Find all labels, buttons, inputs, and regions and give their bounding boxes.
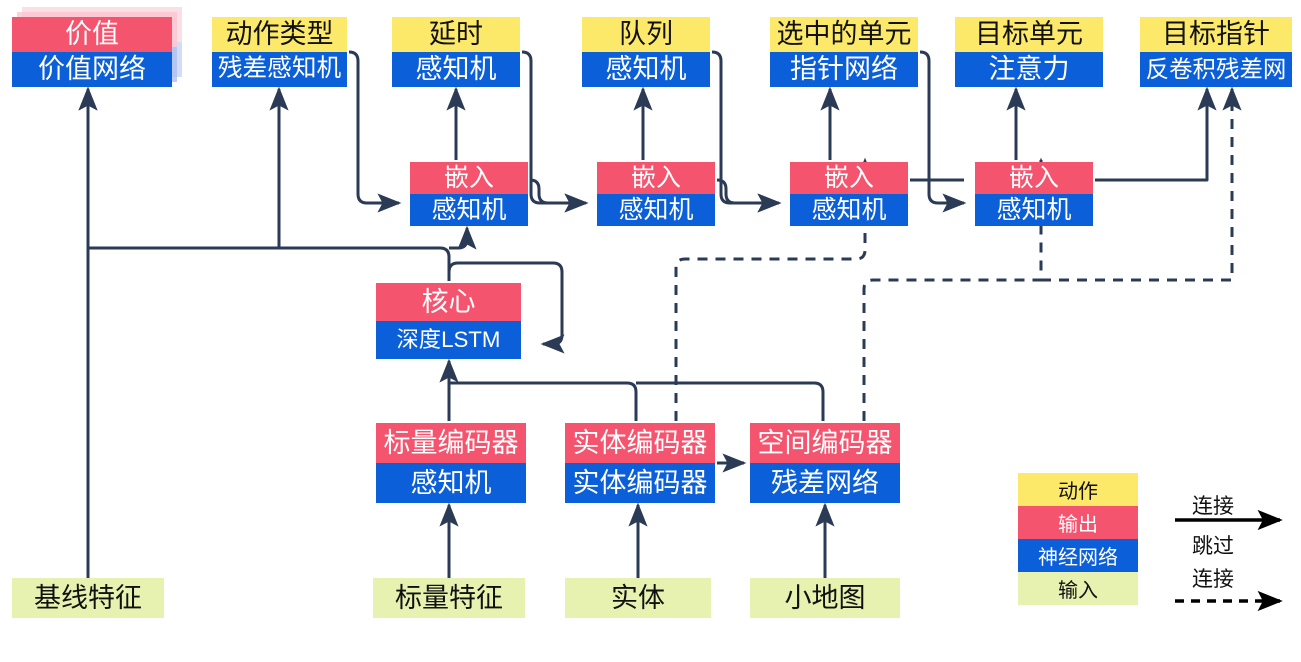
node-embed2[interactable]: 嵌入感知机 xyxy=(597,162,715,226)
node-scalar_enc-top-label: 标量编码器 xyxy=(376,423,526,463)
edge-embed4-to-targetpoint xyxy=(1095,86,1217,182)
node-queue-top-label: 队列 xyxy=(582,17,710,52)
node-scalar_enc-bottom-label: 感知机 xyxy=(376,463,526,503)
input-node-scalar_features[interactable]: 标量特征 xyxy=(373,578,525,618)
node-core-body: 核心深度LSTM xyxy=(376,283,521,359)
edge-delay-to-embed2 xyxy=(521,50,589,213)
legend-skip-label-line2: 连接 xyxy=(1192,568,1234,591)
node-target_point-bottom-label: 反卷积残差网 xyxy=(1140,52,1292,87)
node-sel_units-bottom-label: 指针网络 xyxy=(770,52,918,87)
node-target_unit-bottom-label: 注意力 xyxy=(955,52,1103,87)
node-value-top-label: 价值 xyxy=(12,17,172,52)
node-embed3-body: 嵌入感知机 xyxy=(790,162,908,226)
node-queue[interactable]: 队列感知机 xyxy=(582,17,710,87)
node-target_unit-body: 目标单元注意力 xyxy=(955,17,1103,87)
node-embed4-top-label: 嵌入 xyxy=(975,162,1093,194)
edge-hidden xyxy=(910,180,964,203)
input-node-baseline_features[interactable]: 基线特征 xyxy=(12,578,164,618)
node-sel_units[interactable]: 选中的单元指针网络 xyxy=(770,17,918,87)
node-target_unit[interactable]: 目标单元注意力 xyxy=(955,17,1103,87)
edge-core-to-embed1 xyxy=(449,225,477,250)
node-target_point[interactable]: 目标指针反卷积残差网 xyxy=(1140,17,1292,87)
legend-output: 输出 xyxy=(1018,506,1138,539)
node-delay-bottom-label: 感知机 xyxy=(392,52,520,87)
edge-embed1-to-embed2 xyxy=(529,178,589,213)
node-embed3-top-label: 嵌入 xyxy=(790,162,908,194)
legend-network: 神经网络 xyxy=(1018,539,1138,572)
node-embed3-bottom-label: 感知机 xyxy=(790,194,908,226)
node-action_type[interactable]: 动作类型残差感知机 xyxy=(212,17,347,87)
edge-embed2-to-embed3 xyxy=(716,178,782,213)
node-embed3[interactable]: 嵌入感知机 xyxy=(790,162,908,226)
legend-input: 输入 xyxy=(1018,572,1138,605)
node-value-bottom-label: 价值网络 xyxy=(12,52,172,87)
node-value[interactable]: 价值价值网络 xyxy=(12,7,182,87)
legend-skip-label-line1: 跳过 xyxy=(1192,535,1234,558)
node-spatial_enc-body: 空间编码器残差网络 xyxy=(750,423,900,503)
node-spatial_enc-bottom-label: 残差网络 xyxy=(750,463,900,503)
node-embed4[interactable]: 嵌入感知机 xyxy=(975,162,1093,226)
node-queue-body: 队列感知机 xyxy=(582,17,710,87)
node-core-top-label: 核心 xyxy=(376,283,521,321)
legend: 动作输出神经网络输入 xyxy=(1018,473,1138,605)
node-embed1[interactable]: 嵌入感知机 xyxy=(410,162,528,226)
node-action_type-body: 动作类型残差感知机 xyxy=(212,17,347,87)
node-embed2-bottom-label: 感知机 xyxy=(597,194,715,226)
node-embed1-body: 嵌入感知机 xyxy=(410,162,528,226)
node-entity_enc-top-label: 实体编码器 xyxy=(565,423,715,463)
edge-core-out-left-bus xyxy=(88,246,451,281)
node-embed1-bottom-label: 感知机 xyxy=(410,194,528,226)
node-queue-bottom-label: 感知机 xyxy=(582,52,710,87)
node-target_point-top-label: 目标指针 xyxy=(1140,17,1292,52)
node-scalar_enc-body: 标量编码器感知机 xyxy=(376,423,526,503)
node-scalar_enc[interactable]: 标量编码器感知机 xyxy=(376,423,526,503)
node-entity_enc-body: 实体编码器实体编码器 xyxy=(565,423,715,503)
node-action_type-top-label: 动作类型 xyxy=(212,17,347,52)
node-delay[interactable]: 延时感知机 xyxy=(392,17,520,87)
legend-connection-label: 连接 xyxy=(1192,495,1234,518)
input-node-minimap[interactable]: 小地图 xyxy=(750,578,900,618)
node-spatial_enc-top-label: 空间编码器 xyxy=(750,423,900,463)
node-value-body: 价值价值网络 xyxy=(12,17,172,87)
node-target_point-body: 目标指针反卷积残差网 xyxy=(1140,17,1292,87)
node-embed4-body: 嵌入感知机 xyxy=(975,162,1093,226)
node-delay-top-label: 延时 xyxy=(392,17,520,52)
input-node-entities[interactable]: 实体 xyxy=(565,578,711,618)
node-action_type-bottom-label: 残差感知机 xyxy=(212,52,347,87)
node-sel_units-top-label: 选中的单元 xyxy=(770,17,918,52)
legend-action: 动作 xyxy=(1018,473,1138,506)
node-target_unit-top-label: 目标单元 xyxy=(955,17,1103,52)
node-spatial_enc[interactable]: 空间编码器残差网络 xyxy=(750,423,900,503)
node-embed2-body: 嵌入感知机 xyxy=(597,162,715,226)
node-entity_enc-bottom-label: 实体编码器 xyxy=(565,463,715,503)
edge-spatialenc-to-bus xyxy=(636,381,825,421)
node-core-bottom-label: 深度LSTM xyxy=(376,321,521,359)
node-embed2-top-label: 嵌入 xyxy=(597,162,715,194)
node-delay-body: 延时感知机 xyxy=(392,17,520,87)
edge-entityenc-to-bus xyxy=(449,381,638,421)
edge-queue-to-embed3 xyxy=(711,50,782,213)
node-sel_units-body: 选中的单元指针网络 xyxy=(770,17,918,87)
node-entity_enc[interactable]: 实体编码器实体编码器 xyxy=(565,423,715,503)
node-embed1-top-label: 嵌入 xyxy=(410,162,528,194)
node-embed4-bottom-label: 感知机 xyxy=(975,194,1093,226)
node-core[interactable]: 核心深度LSTM xyxy=(376,283,521,359)
